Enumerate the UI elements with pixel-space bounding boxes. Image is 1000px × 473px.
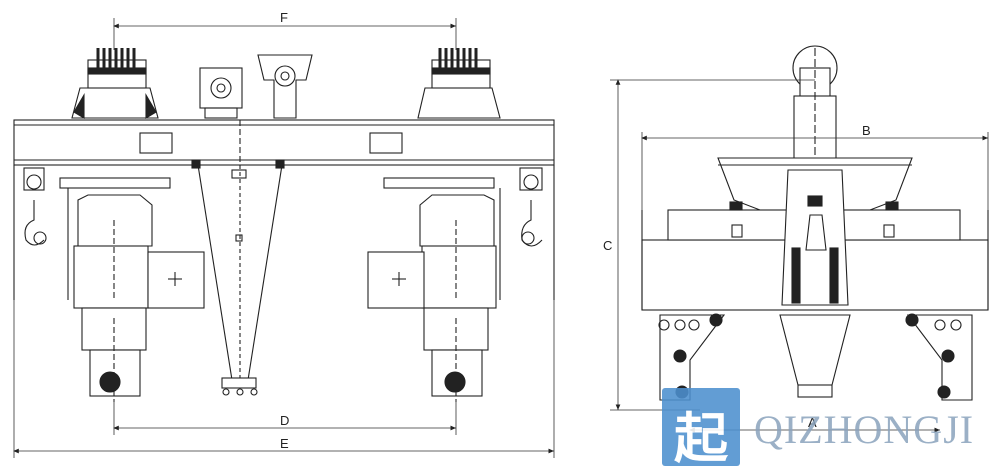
dim-label-d: D [280,413,289,428]
hoist-unit-left [59,177,205,402]
hook-left [23,167,47,246]
center-a-frame [191,159,285,396]
watermark-logo-char: 起 [674,406,728,470]
hoist-unit-right [367,177,501,402]
watermark: 起 QIZHONGJI [662,388,992,470]
dim-label-f: F [280,10,288,25]
trolley-right-top [417,48,501,119]
dim-label-a: A [808,415,817,430]
watermark-logo: 起 [662,388,740,470]
hook-right [519,167,543,247]
watermark-brand-text: QIZHONGJI [754,407,975,452]
trolley-left-top [71,48,159,119]
front-view [13,48,555,402]
main-girder [13,119,555,166]
dim-label-e: E [280,436,289,451]
dim-label-b: B [862,123,871,138]
center-motor-units [199,54,313,119]
side-view [641,45,989,401]
dim-label-c: C [603,238,612,253]
